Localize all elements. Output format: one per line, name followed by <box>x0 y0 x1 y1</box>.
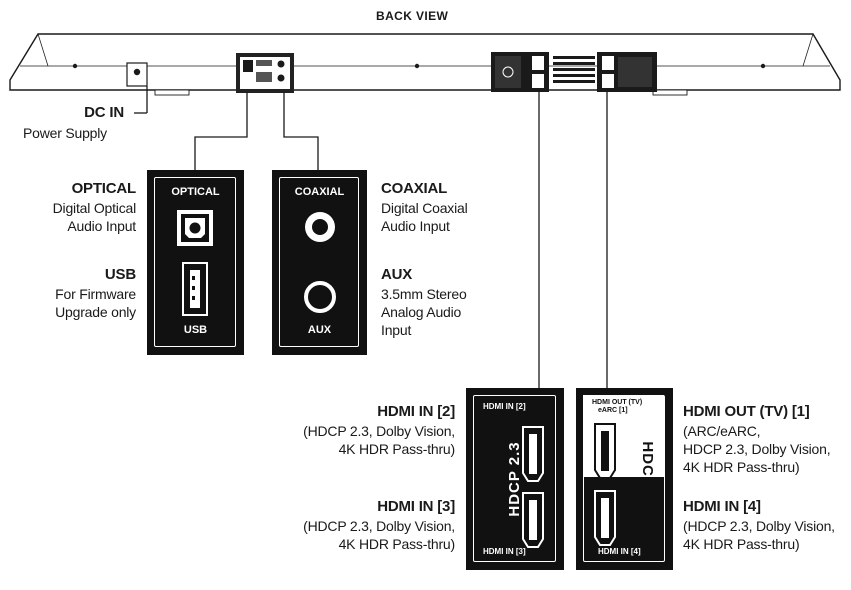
aux-desc-2: Analog Audio <box>381 304 462 320</box>
usb-port-icon <box>182 262 208 316</box>
panel-hdmi-in-4-label: HDMI IN [4] <box>598 547 641 556</box>
aux-port-icon <box>304 281 336 313</box>
hdmi-in-3-desc-1: (HDCP 2.3, Dolby Vision, <box>303 518 455 534</box>
panel-aux-label: AUX <box>307 324 332 336</box>
dc-in-desc: Power Supply <box>23 125 107 141</box>
panel-optical-label: OPTICAL <box>171 186 220 198</box>
hdmi-in-3-label: HDMI IN [3] <box>377 498 455 515</box>
hdmi-in-3-desc-2: 4K HDR Pass-thru) <box>338 536 456 552</box>
optical-label: OPTICAL <box>71 180 137 197</box>
hdmi-in-2-desc-1: (HDCP 2.3, Dolby Vision, <box>303 423 455 439</box>
aux-desc-3: Input <box>381 322 412 338</box>
panel-hdmi-out-label-1: HDMI OUT (TV) <box>592 399 643 406</box>
hdmi-in-4-desc-2: 4K HDR Pass-thru) <box>683 536 800 552</box>
optical-port-icon <box>177 210 213 246</box>
optical-desc-1: Digital Optical <box>52 200 137 216</box>
aux-label: AUX <box>381 266 413 283</box>
usb-label: USB <box>104 266 136 283</box>
hdmi-in-4-port-icon <box>594 490 616 546</box>
hdmi-in-4-desc-1: (HDCP 2.3, Dolby Vision, <box>683 518 835 534</box>
diagram-title: BACK VIEW <box>376 9 449 23</box>
coaxial-desc-1: Digital Coaxial <box>381 200 468 216</box>
hdmi-out-4-panel: HDMI OUT (TV) eARC [1] HDCP 2.3 HDMI IN … <box>576 388 673 570</box>
usb-desc-1: For Firmware <box>55 286 136 302</box>
optical-desc-2: Audio Input <box>67 218 136 234</box>
hdmi-out-port-icon <box>594 423 616 479</box>
dc-in-label: DC IN <box>84 104 124 121</box>
hdmi-out-desc-2: HDCP 2.3, Dolby Vision, <box>683 441 831 457</box>
hdmi-in-4-label: HDMI IN [4] <box>683 498 761 515</box>
panel-hdmi-in-2-label: HDMI IN [2] <box>483 402 526 411</box>
usb-desc-2: Upgrade only <box>55 304 136 320</box>
panel-hdmi-out-label-2: eARC [1] <box>598 407 628 414</box>
coaxial-aux-panel: COAXIAL AUX <box>272 170 367 355</box>
panel-hdmi-in-3-label: HDMI IN [3] <box>483 547 526 556</box>
hdcp-right-label: HDCP 2.3 <box>639 441 656 517</box>
panel-usb-label: USB <box>183 324 208 336</box>
hdmi-out-desc-3: 4K HDR Pass-thru) <box>683 459 800 475</box>
hdmi-out-label: HDMI OUT (TV) [1] <box>683 403 810 420</box>
optical-usb-panel: OPTICAL USB <box>147 170 244 355</box>
hdmi-out-desc-1: (ARC/eARC, <box>683 423 761 439</box>
coaxial-label: COAXIAL <box>381 180 448 197</box>
hdmi-in-3-port-icon <box>522 492 544 548</box>
hdmi-in-2-label: HDMI IN [2] <box>377 403 455 420</box>
hdmi-in-2-3-panel: HDMI IN [2] HDCP 2.3 HDMI IN [3] <box>466 388 564 570</box>
coaxial-desc-2: Audio Input <box>381 218 450 234</box>
aux-desc-1: 3.5mm Stereo <box>381 286 467 302</box>
coaxial-port-icon <box>305 212 335 242</box>
hdmi-in-2-desc-2: 4K HDR Pass-thru) <box>338 441 456 457</box>
hdmi-in-2-port-icon <box>522 426 544 482</box>
panel-coaxial-label: COAXIAL <box>294 186 345 198</box>
